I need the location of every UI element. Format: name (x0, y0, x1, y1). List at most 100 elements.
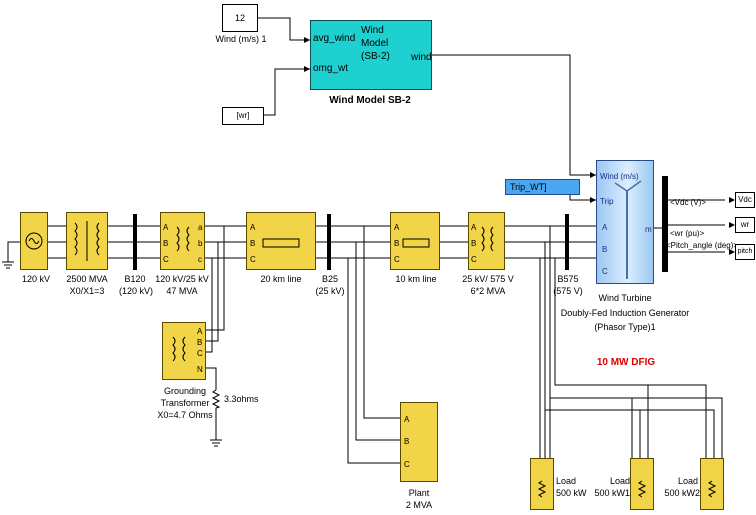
pi-line-icon (402, 238, 430, 248)
turbine-port-m: m (645, 225, 652, 234)
turbine-port-trip: Trip (600, 197, 614, 206)
bus-b120-label-2: (120 kV) (118, 286, 153, 296)
line-10km-label: 10 km line (395, 274, 437, 284)
transformer-2500-mva[interactable] (66, 212, 108, 270)
turbine-port-b: B (602, 245, 608, 254)
wind-model-input-avg-wind: avg_wind (313, 33, 356, 44)
port-a: A (250, 223, 256, 232)
transformer-icon (176, 226, 190, 252)
turbine-label-2: Doubly-Fed Induction Generator (560, 308, 690, 318)
load-resistor-icon (537, 480, 547, 498)
grounding-label-2: Transformer (160, 398, 210, 408)
bus-b25-label-2: (25 kV) (315, 286, 345, 296)
transformer-25kv-575v[interactable]: A B C (468, 212, 505, 270)
grounding-label-1: Grounding (163, 386, 207, 396)
port-b: B (471, 239, 477, 248)
three-phase-source[interactable] (20, 212, 48, 270)
load-resistor-icon (707, 480, 717, 498)
plant-label-2: 2 MVA (405, 500, 433, 510)
bus-b120-label-1: B120 (124, 274, 146, 284)
port-b: B (250, 239, 256, 248)
transformer-120-25-label-1: 120 kV/25 kV (155, 274, 209, 284)
port-b: B (163, 239, 169, 248)
bus-b575-label-1: B575 (557, 274, 579, 284)
turbine-port-wind: Wind (m/s) (600, 172, 639, 181)
port-b: B (394, 239, 400, 248)
wind-speed-label: Wind (m/s) 1 (215, 34, 267, 44)
bus-b575[interactable] (565, 214, 569, 270)
source-ground-wire (7, 241, 22, 262)
turbine-port-c: C (602, 267, 608, 276)
transformer-2500-label-2: X0/X1=3 (69, 286, 105, 296)
bus-b120[interactable] (133, 214, 137, 270)
bus-b575-label-2: (575 V) (553, 286, 583, 296)
port-c: C (250, 255, 256, 264)
wind-turbine-icon (614, 180, 642, 279)
ground-symbol-grounding (210, 439, 222, 447)
port-a: A (197, 327, 203, 336)
port-a: A (404, 415, 410, 424)
load-3-label-2: 500 kW2 (664, 488, 700, 498)
turbine-port-a: A (602, 223, 608, 232)
plant-2mva[interactable]: A B C (400, 402, 438, 482)
load-resistor-icon (637, 480, 647, 498)
load-1-label-2: 500 kW (556, 488, 587, 498)
demux-label-vdc: <Vdc (V)> (670, 198, 707, 207)
bus-b25[interactable] (327, 214, 331, 270)
wind-model-output-wind: wind (411, 52, 432, 63)
wind-turbine-dfig[interactable]: Wind (m/s) Trip A B C m (596, 160, 654, 284)
transformer-25-575-label-1: 25 kV/ 575 V (462, 274, 514, 284)
line-10km[interactable]: A B C (390, 212, 440, 270)
load-2-label-2: 500 kW1 (594, 488, 630, 498)
wind-model-caption: Wind Model SB-2 (329, 95, 411, 106)
port-a: A (471, 223, 477, 232)
line-20km-label: 20 km line (260, 274, 302, 284)
wind-model-title-1: Wind (361, 25, 384, 36)
output-pitch[interactable]: pitch (735, 244, 755, 260)
wr-goto-tag[interactable]: [wr] (222, 107, 264, 125)
demux-label-wr: <wr (pu)> (670, 229, 705, 238)
port-c: C (404, 460, 410, 469)
transformer-icon (172, 336, 186, 362)
port-a-lower: a (198, 223, 203, 232)
wind-model-title-2: Model (361, 38, 389, 49)
trip-from-block[interactable]: Trip_WT] (505, 179, 580, 195)
load-2-label-1: Load (610, 476, 631, 486)
transformer-icon (74, 221, 100, 261)
line-20km[interactable]: A B C (246, 212, 316, 270)
output-wr[interactable]: wr (735, 217, 755, 233)
resistor-symbol (211, 389, 221, 409)
grounding-transformer[interactable]: A B C N (162, 322, 206, 380)
port-c: C (471, 255, 477, 264)
ac-source-icon (25, 232, 43, 250)
port-c-lower: c (198, 255, 202, 264)
transformer-120kv-25kv[interactable]: A B C a b c (160, 212, 205, 270)
bus-b25-label-1: B25 (321, 274, 338, 284)
port-n: N (197, 365, 203, 374)
plant-label-1: Plant (408, 488, 430, 498)
load-500kw1[interactable] (630, 458, 654, 510)
port-b-lower: b (198, 239, 203, 248)
port-c: C (197, 349, 203, 358)
port-b: B (404, 437, 410, 446)
bus-selector[interactable] (662, 176, 668, 272)
port-c: C (163, 255, 169, 264)
demux-label-pitch: <Pitch_angle (deg)> (666, 241, 739, 250)
load-500kw[interactable] (530, 458, 554, 510)
load-500kw2[interactable] (700, 458, 724, 510)
transformer-2500-label-1: 2500 MVA (66, 274, 108, 284)
transformer-25-575-label-2: 6*2 MVA (470, 286, 506, 296)
port-b: B (197, 338, 203, 347)
turbine-label-3: (Phasor Type)1 (594, 322, 656, 332)
wind-model-block[interactable]: avg_wind omg_wt Wind Model (SB-2) wind (310, 20, 432, 90)
port-a: A (394, 223, 400, 232)
transformer-icon (481, 226, 494, 252)
pi-line-icon (262, 238, 300, 248)
dfig-title: 10 MW DFIG (596, 357, 656, 368)
output-vdc[interactable]: Vdc (735, 192, 755, 208)
wind-speed-constant[interactable]: 12 (222, 4, 258, 32)
wind-model-title-3: (SB-2) (361, 51, 390, 62)
port-c: C (394, 255, 400, 264)
source-label: 120 kV (21, 274, 51, 284)
port-a: A (163, 223, 169, 232)
